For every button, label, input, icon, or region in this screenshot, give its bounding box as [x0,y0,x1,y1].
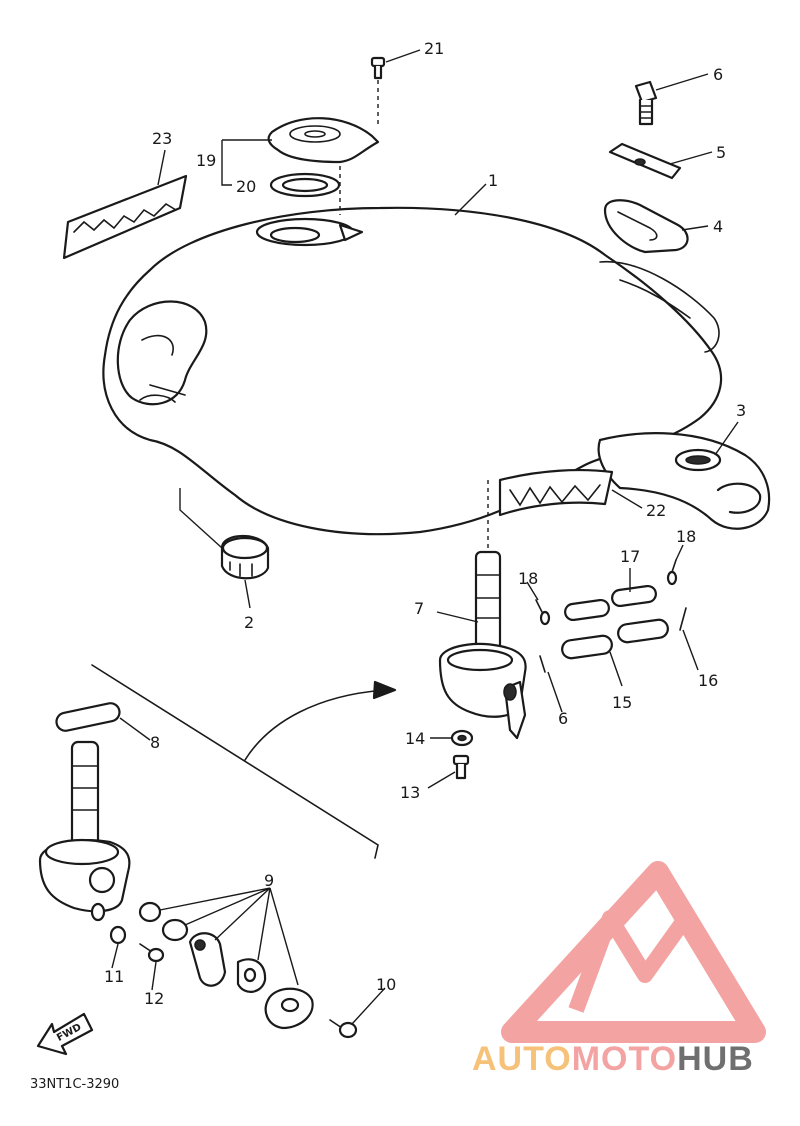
callout-15: 15 [612,693,632,712]
decal-23 [62,174,188,260]
watermark-text: AUTOMOTOHUB [472,1040,754,1079]
callout-2: 2 [244,613,254,632]
gasket-8 [55,702,121,732]
screw-10 [329,1019,358,1039]
clip-16 [679,607,687,631]
divider-line [91,664,379,859]
watermark-logo-icon [501,861,766,1043]
parts-9 [138,901,314,1030]
emblem-22 [498,469,614,517]
callout-5: 5 [716,143,726,162]
leader-lines [111,49,739,1025]
grommet-2 [220,535,270,580]
fuel-tank [102,206,723,536]
arrow-to-detail [244,689,386,761]
oring-11 [109,925,127,945]
gasket-20 [269,172,341,198]
drawing-code: 33NT1C-3290 [30,1077,119,1092]
callout-10: 10 [376,975,396,994]
bolt-6 [634,80,658,126]
callout-21: 21 [424,39,444,58]
callout-6b: 6 [558,709,568,728]
callout-19: 19 [196,151,216,170]
callout-17: 17 [620,547,640,566]
clip-18b [666,559,678,586]
fuel-cock-7 [438,550,527,740]
callout-1: 1 [488,171,498,190]
callout-4: 4 [713,217,723,236]
callout-18b: 18 [676,527,696,546]
screw-12 [139,943,165,963]
fuel-cap-19 [267,117,380,164]
rear-bracket-3 [597,432,771,530]
damper-4 [603,199,689,254]
watermark-hub: HUB [677,1040,754,1078]
callout-20: 20 [236,177,256,196]
arrow-head-icon [372,680,397,700]
watermark-moto: MOTO [571,1040,678,1078]
callout-14: 14 [405,729,425,748]
bolt-13 [452,754,470,780]
hose-15 [561,618,669,660]
fuel-cock-detail [38,740,131,922]
callout-16: 16 [698,671,718,690]
callout-6a: 6 [713,65,723,84]
callout-7: 7 [414,599,424,618]
plate-5 [608,142,682,180]
washer-14 [450,729,474,747]
fwd-arrow-icon: FWD [36,1012,94,1056]
clip-18a [535,599,551,626]
callout-22: 22 [646,501,666,520]
callout-9: 9 [264,871,274,890]
clip-6 [539,655,546,673]
callout-8: 8 [150,733,160,752]
screw-21 [370,56,386,80]
callout-13: 13 [400,783,420,802]
callout-11: 11 [104,967,124,986]
callout-23: 23 [152,129,172,148]
callout-18a: 18 [518,569,538,588]
hose-17 [564,584,657,622]
callout-12: 12 [144,989,164,1008]
callout-3: 3 [736,401,746,420]
watermark-auto: AUTO [472,1040,572,1078]
filler-neck [255,217,364,247]
